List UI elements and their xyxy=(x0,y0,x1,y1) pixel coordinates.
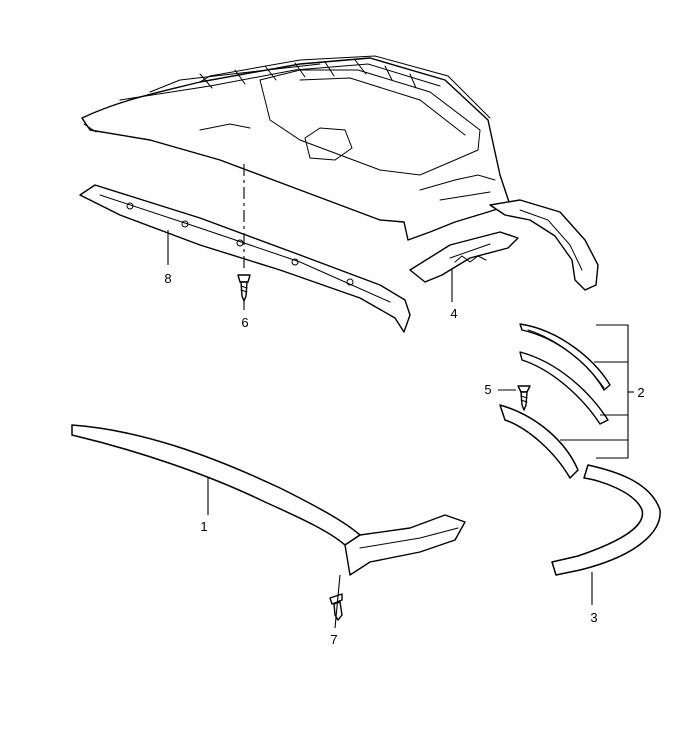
callout-4: 4 xyxy=(450,306,457,321)
callout-6: 6 xyxy=(241,315,248,330)
part-2-trim-set xyxy=(519,323,611,425)
part-6-screw xyxy=(237,274,251,302)
part-4-bracket xyxy=(409,231,519,283)
callout-8: 8 xyxy=(164,271,171,286)
callout-2: 2 xyxy=(637,385,644,400)
part-1-roof-seal xyxy=(71,424,466,576)
part-5-screw xyxy=(517,385,531,411)
callout-labels: 1 2 3 4 5 6 7 8 xyxy=(164,271,644,647)
roof-frame-part xyxy=(81,55,599,291)
callout-1: 1 xyxy=(200,519,207,534)
part-8-trim-strip xyxy=(79,184,411,333)
part-3-rear-seal xyxy=(499,404,661,576)
callout-3: 3 xyxy=(590,610,597,625)
callout-5: 5 xyxy=(484,382,491,397)
callout-7: 7 xyxy=(330,632,337,647)
leader-lines xyxy=(167,160,634,629)
